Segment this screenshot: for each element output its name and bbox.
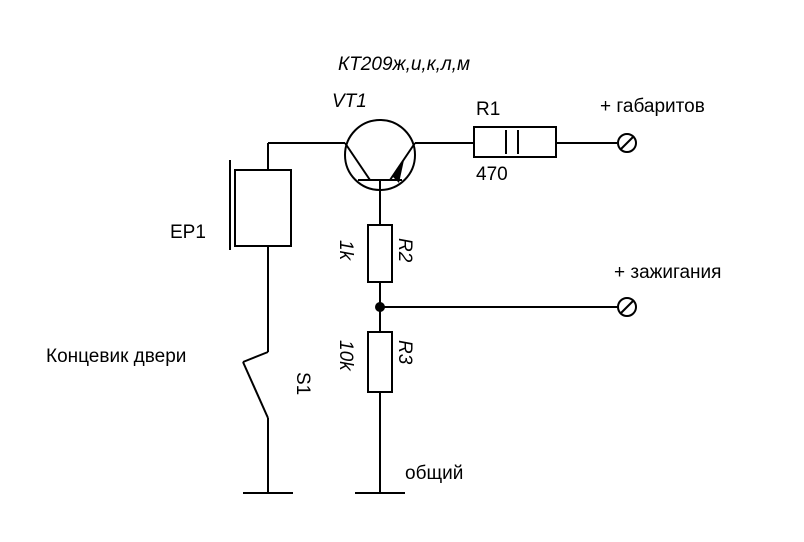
resistor-r3 <box>367 307 393 493</box>
s1-ref-label: S1 <box>292 372 313 395</box>
terminal-common-label: общий <box>405 463 463 484</box>
s1-switch <box>242 351 269 493</box>
terminal-ignition <box>617 297 637 317</box>
r2-value-label: 1k <box>335 240 356 262</box>
terminal-parking <box>617 133 637 153</box>
ep1-ref-label: EP1 <box>170 222 206 243</box>
transistor-vt1 <box>344 119 416 225</box>
transistor-type-label: КТ209ж,и,к,л,м <box>338 54 470 75</box>
ep1-component <box>229 143 292 352</box>
r2-ref-label: R2 <box>394 238 415 263</box>
s1-caption-label: Концевик двери <box>46 346 186 367</box>
resistor-r2 <box>367 224 393 307</box>
transistor-ref-label: VT1 <box>332 91 367 112</box>
terminal-ignition-label: + зажигания <box>614 262 721 283</box>
resistor-r1 <box>415 126 617 158</box>
r1-ref-label: R1 <box>476 99 500 120</box>
r1-value-label: 470 <box>476 164 508 185</box>
r3-ref-label: R3 <box>394 340 415 365</box>
r3-value-label: 10k <box>335 340 356 372</box>
terminal-parking-label: + габаритов <box>600 96 705 117</box>
